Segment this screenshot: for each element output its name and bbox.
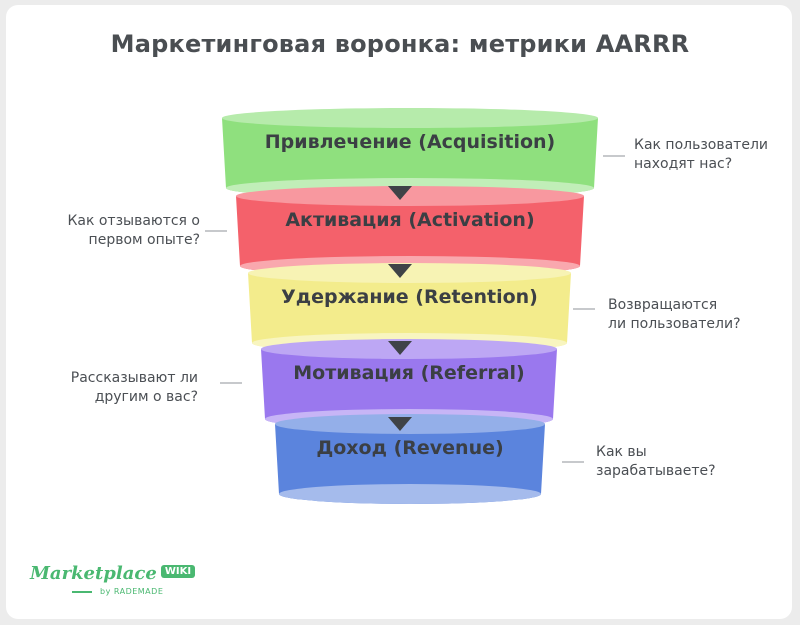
funnel-stage-2 [236, 186, 584, 276]
stage-arrow-down [388, 341, 412, 355]
funnel-stage-5 [275, 414, 545, 504]
funnel-stage-body [236, 196, 584, 276]
page-title: Маркетинговая воронка: метрики AARRR [110, 30, 690, 58]
funnel-stage-label: Доход (Revenue) [316, 437, 504, 459]
logo-byline: by RADEMADE [100, 587, 164, 596]
funnel-stage-label: Удержание (Retention) [281, 286, 538, 308]
funnel-stage-top [275, 414, 545, 434]
funnel-stage-body [248, 273, 571, 353]
funnel-stage-label: Привлечение (Acquisition) [264, 131, 556, 153]
note-connector [573, 308, 595, 310]
funnel-stage-top [222, 108, 598, 128]
stage-arrow-down [388, 264, 412, 278]
stage-arrow-down [388, 417, 412, 431]
funnel-stage-top [261, 339, 557, 359]
note-connector [603, 155, 625, 157]
funnel-stage-1 [222, 108, 598, 198]
logo-badge: WIKI [160, 565, 196, 578]
stage-question-note: Как отзываются о первом опыте? [67, 213, 200, 248]
funnel-stage-body [275, 424, 545, 504]
funnel-stage-body [261, 349, 557, 429]
stage-arrow-down [388, 186, 412, 200]
stage-question-note: Как вы зарабатываете? [596, 444, 716, 479]
funnel-stage-top [248, 263, 571, 283]
note-connector [205, 230, 227, 232]
note-connector [562, 461, 584, 463]
stage-question-note: Возвращаются ли пользователи? [608, 297, 741, 332]
funnel-stage-rim [279, 484, 541, 504]
stage-question-note: Рассказывают ли другим о вас? [70, 370, 198, 405]
logo-wordmark: Marketplace [30, 563, 157, 584]
funnel-stage-label: Мотивация (Referral) [293, 362, 525, 384]
funnel-stage-top [236, 186, 584, 206]
stage-question-note: Как пользователи находят нас? [634, 137, 768, 172]
logo-underline [72, 591, 92, 593]
funnel-stage-body [222, 118, 598, 198]
note-connector [220, 382, 242, 384]
funnel-stage-label: Активация (Activation) [285, 209, 535, 231]
